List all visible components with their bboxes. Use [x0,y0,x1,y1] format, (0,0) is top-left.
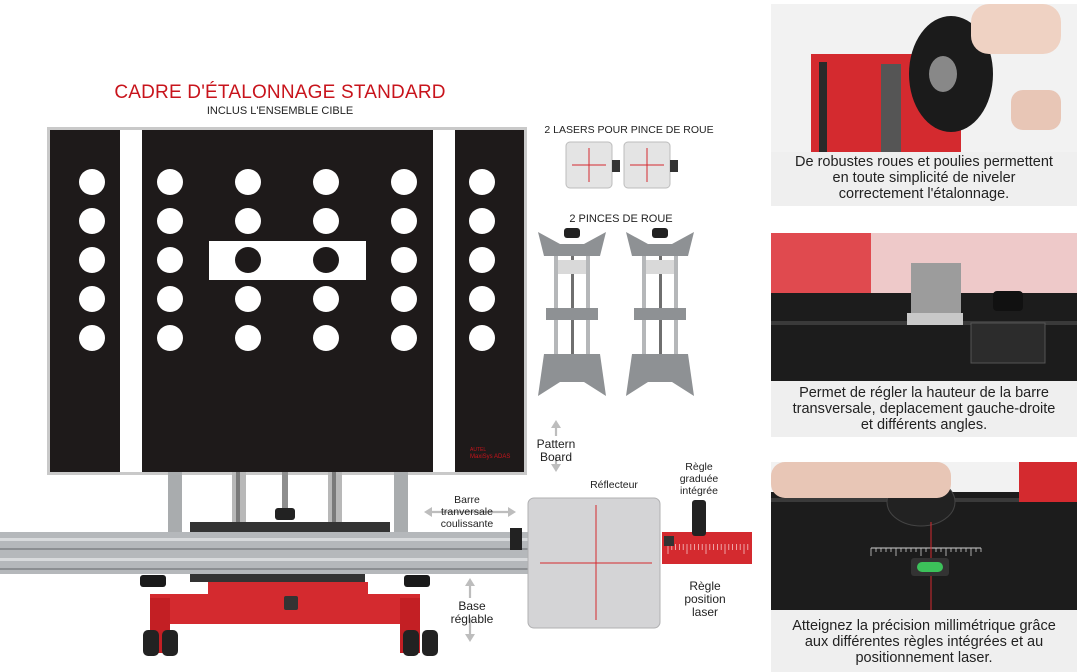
photo-height-adjust [771,233,1077,381]
board-dot [235,325,261,351]
wheel-clamps-illustration [538,228,694,396]
board-brand-small: AUTEL [470,447,486,453]
calibration-frame-illustration: AUTEL MaxiSys ADAS [0,127,752,656]
page-subtitle: INCLUS L'ENSEMBLE CIBLE [206,105,354,117]
board-dot [157,169,183,195]
board-right-stripe [433,130,455,472]
clamps-label: 2 PINCES DE ROUE [569,213,673,225]
board-dot [79,247,105,273]
laser-position-ruler [662,532,752,564]
board-dot [391,286,417,312]
board-dot [313,325,339,351]
board-center-bar [209,241,366,280]
board-dot [235,208,261,234]
board-dot [157,247,183,273]
board-dot [79,286,105,312]
lasers-label: 2 LASERS POUR PINCE DE ROUE [544,124,714,136]
left-wheel [143,630,159,656]
board-left-stripe [120,130,142,472]
board-dot [469,247,495,273]
board-dot [469,169,495,195]
board-dot [391,208,417,234]
right-upright [394,472,408,534]
board-dot [313,208,339,234]
board-dot [79,169,105,195]
laser-units-illustration [565,141,678,189]
board-dot [79,208,105,234]
board-dot [235,286,261,312]
board-dot [469,286,495,312]
board-dot [313,286,339,312]
board-dot [313,247,339,273]
photo-wheel-knob [771,4,1077,152]
page-title: CADRE D'ÉTALONNAGE STANDARD [114,82,446,103]
board-dot [79,325,105,351]
caption-3: Atteignez la précision millimétrique grâ… [771,610,1077,672]
board-dot [157,325,183,351]
board-dot [391,247,417,273]
board-brand: MaxiSys ADAS [470,454,510,460]
board-dot [313,169,339,195]
left-upright [168,472,182,534]
board-dot [235,247,261,273]
board-dot [391,325,417,351]
board-dot [391,169,417,195]
right-wheel [403,630,419,656]
board-dot [469,208,495,234]
reflector-label: Réflecteur [590,479,638,491]
board-dots [79,169,495,351]
board-dot [157,208,183,234]
board-dot [235,169,261,195]
board-dot [157,286,183,312]
photo-precision-ruler [771,462,1077,610]
board-dot [469,325,495,351]
